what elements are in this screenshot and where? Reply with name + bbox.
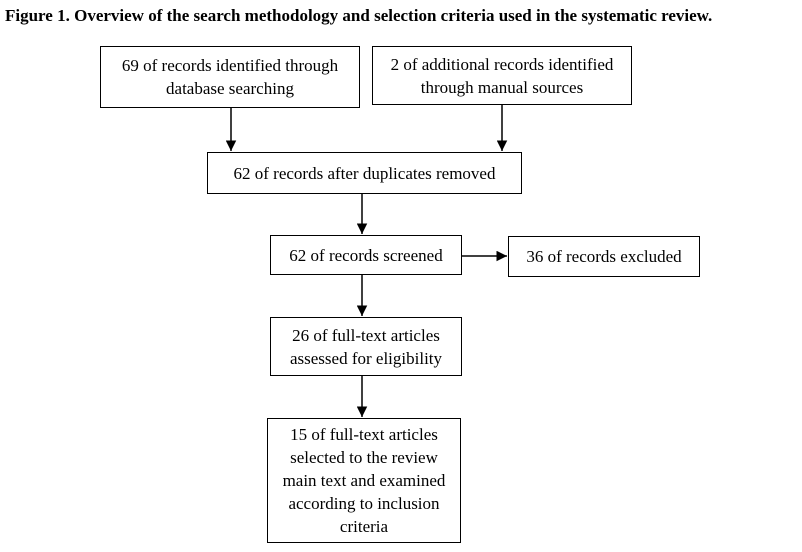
articles-assessed-label: 26 of full-text articles assessed for el…: [289, 325, 443, 368]
articles-assessed-box: 26 of full-text articles assessed for el…: [270, 317, 462, 376]
records-manual-box: 2 of additional records identified throu…: [372, 46, 632, 105]
records-excluded-box: 36 of records excluded: [508, 236, 700, 277]
records-database-label: 69 of records identified through databas…: [121, 56, 339, 98]
records-after-duplicates-label: 62 of records after duplicates removed: [233, 163, 496, 183]
records-after-duplicates-box: 62 of records after duplicates removed: [207, 152, 522, 194]
articles-selected-label: 15 of full-text articles selected to the…: [282, 425, 446, 536]
records-database-box: 69 of records identified through databas…: [100, 46, 360, 108]
records-screened-box: 62 of records screened: [270, 235, 462, 275]
figure-title: Figure 1. Overview of the search methodo…: [5, 6, 713, 25]
articles-selected-box: 15 of full-text articles selected to the…: [267, 418, 461, 543]
records-manual-label: 2 of additional records identified throu…: [390, 54, 614, 97]
records-screened-label: 62 of records screened: [289, 245, 443, 265]
records-excluded-label: 36 of records excluded: [526, 247, 682, 266]
